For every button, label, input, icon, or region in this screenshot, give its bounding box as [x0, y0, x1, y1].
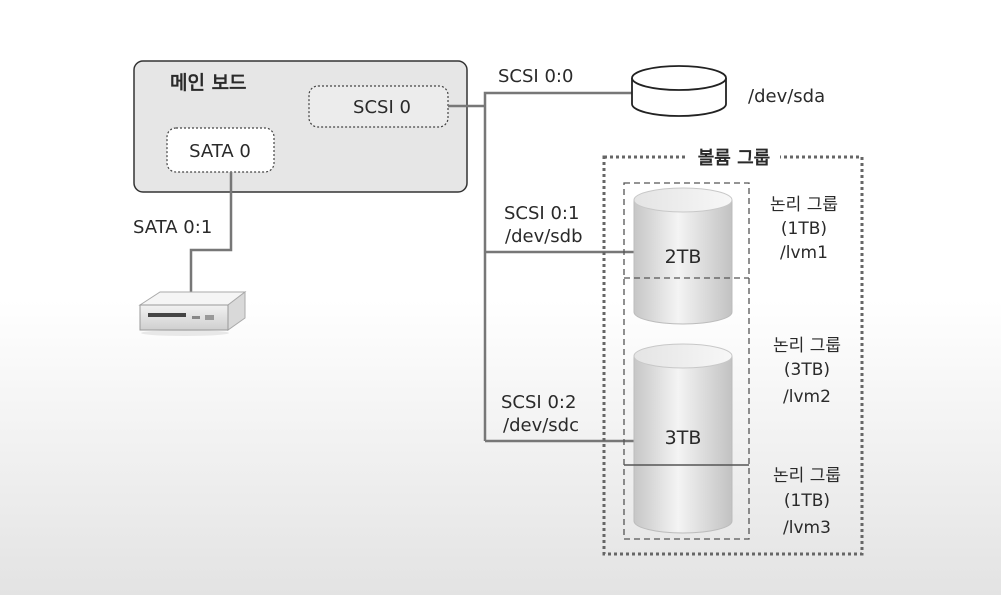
- lvm2-path: /lvm2: [783, 387, 831, 407]
- mainboard-title: 메인 보드: [170, 72, 247, 94]
- lvm3-size: (1TB): [784, 491, 830, 511]
- optical-drive-icon: [138, 290, 247, 336]
- logical-volume-lvm3: 논리 그룹 (1TB) /lvm3: [773, 466, 841, 538]
- sata-controller-box: [166, 127, 275, 173]
- dev-sda-label: /dev/sda: [748, 86, 825, 107]
- logical-volume-regions: [623, 182, 750, 540]
- lvm2-size: (3TB): [784, 360, 830, 380]
- sata-controller-label: SATA 0: [189, 141, 251, 162]
- disk-sdb-capacity: 2TB: [665, 246, 702, 268]
- disk-sdb: [633, 187, 733, 325]
- dev-sdc-label: /dev/sdc: [503, 415, 579, 436]
- logical-volume-lvm1: 논리 그룹 (1TB) /lvm1: [770, 195, 838, 263]
- disk-sdc: [633, 343, 733, 534]
- scsi-cable-sda: [483, 91, 632, 106]
- lvm3-path: /lvm3: [783, 518, 831, 538]
- volume-group-title: 볼륨 그룹: [698, 148, 771, 169]
- sata-link: SATA 0:1: [133, 172, 233, 295]
- lvm1-size: (1TB): [781, 219, 827, 239]
- lvm1-path: /lvm1: [780, 243, 828, 263]
- dev-sdb-label: /dev/sdb: [505, 226, 583, 247]
- scsi-controller-label: SCSI 0: [353, 97, 411, 118]
- disk-sda: [631, 65, 727, 117]
- lvm2-title: 논리 그룹: [773, 336, 841, 356]
- volume-group-title-bg: [688, 145, 780, 170]
- disk-sdc-capacity: 3TB: [665, 427, 702, 449]
- scsi-0-2-label: SCSI 0:2: [501, 392, 576, 413]
- scsi-bus: [448, 91, 640, 443]
- mainboard: 메인 보드 SCSI 0 SATA 0: [133, 60, 468, 193]
- logical-volume-region-box: [623, 182, 750, 540]
- sata-cable: [189, 172, 233, 295]
- scsi-0-1-label: SCSI 0:1: [504, 203, 579, 224]
- sata-link-label: SATA 0:1: [133, 217, 212, 238]
- scsi-controller-box: [308, 85, 449, 128]
- logical-volume-lvm2: 논리 그룹 (3TB) /lvm2: [773, 336, 841, 407]
- lvm1-title: 논리 그룹: [770, 195, 838, 215]
- lvm3-title: 논리 그룹: [773, 466, 841, 486]
- scsi-0-0-label: SCSI 0:0: [498, 66, 573, 87]
